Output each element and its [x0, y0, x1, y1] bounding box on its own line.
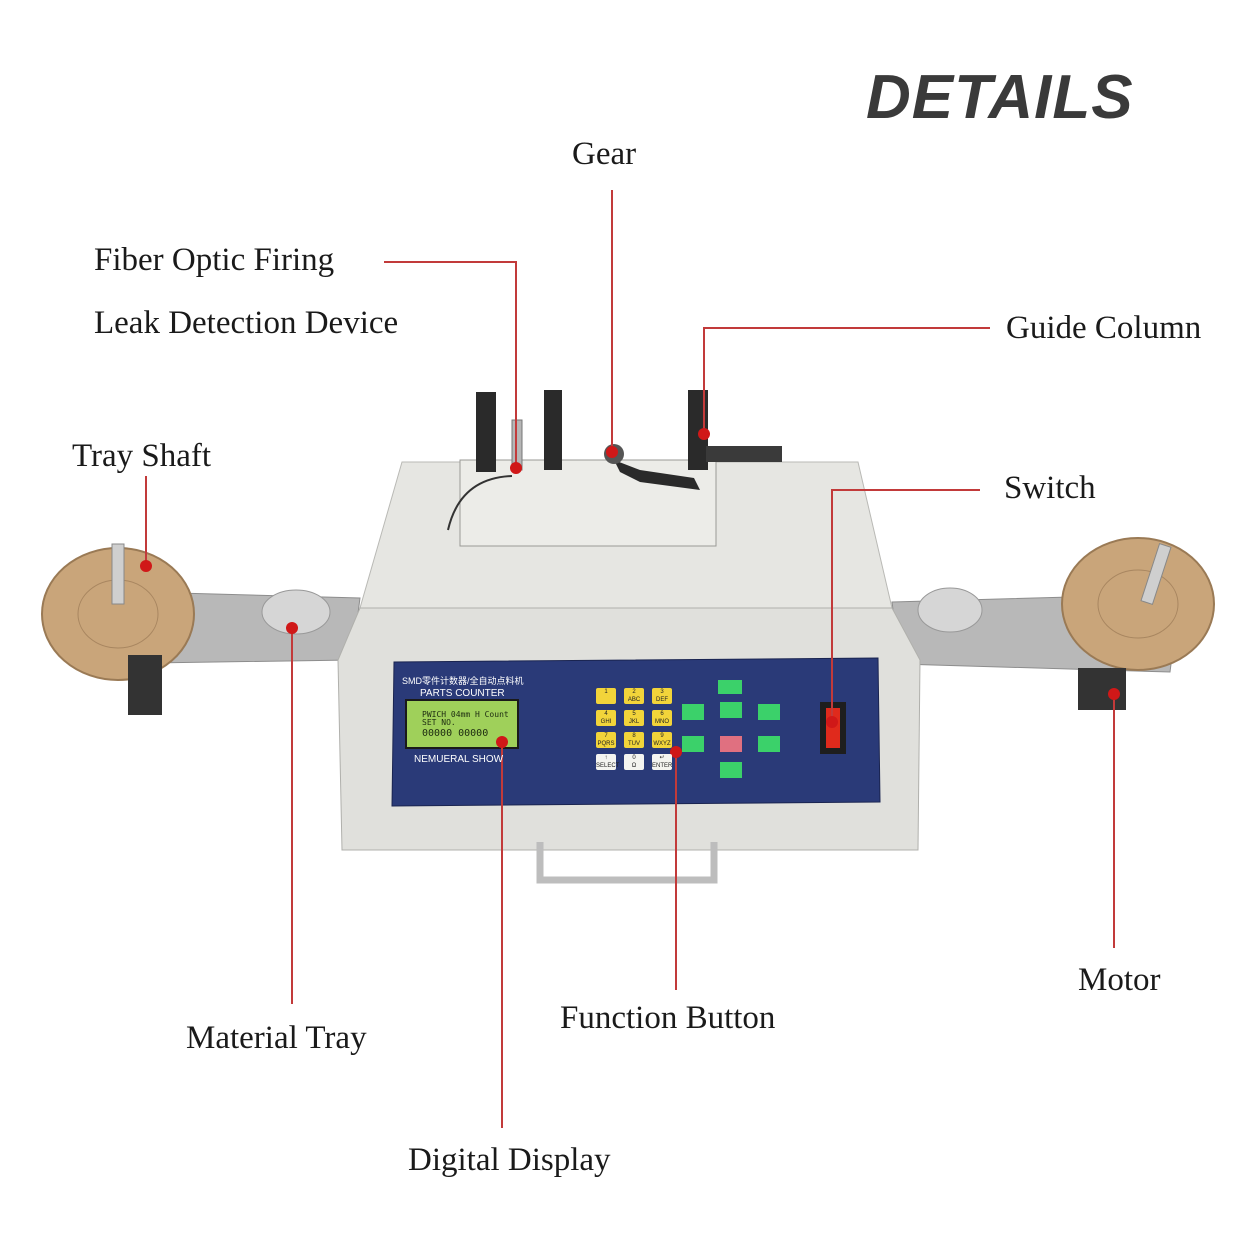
- keypad-key-number: 7: [604, 733, 608, 739]
- feeder-plate: [459, 459, 717, 547]
- key-left[interactable]: [682, 736, 704, 752]
- right-reel: [1061, 537, 1215, 671]
- keypad-key-number: 4: [604, 711, 608, 717]
- key-print[interactable]: [758, 704, 780, 720]
- keypad-key-number: 2: [632, 689, 636, 695]
- keypad-key-letters: DEF: [656, 697, 668, 703]
- keypad-key-letters: PQRS: [597, 741, 615, 747]
- dot-fiber: [510, 462, 522, 474]
- guide-column-left: [476, 392, 496, 472]
- keypad-key-letters: SELECT: [596, 763, 620, 769]
- dot-function-button: [670, 746, 682, 758]
- keypad-key[interactable]: 1: [596, 688, 616, 704]
- fiber-cable: [447, 475, 513, 531]
- key-set[interactable]: [720, 702, 742, 718]
- label-switch: Switch: [1004, 470, 1096, 506]
- key-pitch[interactable]: [682, 704, 704, 720]
- keypad-key-number: 8: [632, 733, 636, 739]
- keypad-key-letters: ABC: [627, 697, 641, 703]
- keypad-key-number: ↵: [659, 755, 665, 761]
- label-fiber-line2: Leak Detection Device: [94, 305, 399, 341]
- dot-motor: [1108, 688, 1120, 700]
- front-handle: [536, 842, 718, 884]
- keypad-key-number: 5: [632, 711, 636, 717]
- keypad-key[interactable]: ↑ SELECT: [596, 754, 620, 770]
- keypad-key-letters: TUV: [628, 741, 640, 747]
- dot-switch: [826, 716, 838, 728]
- leader-dots: [140, 428, 1120, 758]
- label-tray-shaft: Tray Shaft: [72, 438, 212, 474]
- right-reel-ring: [1097, 569, 1179, 639]
- lcd-line2: SET NO.: [422, 718, 456, 727]
- leader-fiber: [384, 261, 517, 468]
- page-title: DETAILS: [866, 63, 1134, 132]
- dot-digital-display: [496, 736, 508, 748]
- keypad-key-letters: JKL: [628, 719, 640, 725]
- keypad-key-number: 3: [660, 689, 664, 695]
- label-function-button: Function Button: [560, 1000, 776, 1036]
- left-spacer-disk: [261, 589, 331, 635]
- label-fiber-line1: Fiber Optic Firing: [94, 242, 335, 278]
- key-right[interactable]: [758, 736, 780, 752]
- key-start[interactable]: [720, 736, 742, 752]
- gear-handle: [614, 460, 700, 490]
- keypad-key-letters: MNO: [655, 719, 669, 725]
- dot-tray-shaft: [140, 560, 152, 572]
- keypad-key[interactable]: ↵ ENTER: [652, 754, 672, 770]
- right-tray-shaft: [1140, 542, 1172, 606]
- guide-column-middle: [544, 390, 562, 470]
- rear-connector: [706, 446, 782, 462]
- label-gear: Gear: [572, 136, 637, 172]
- panel-footer: NEMUERAL SHOW: [414, 754, 504, 765]
- panel-header: SMD零件计数器/全自动点料机: [402, 676, 524, 686]
- lcd-line1: PWICH 04mm H Count: [422, 710, 509, 719]
- dot-guide-column: [698, 428, 710, 440]
- label-material-tray: Material Tray: [186, 1020, 367, 1056]
- keypad-key-number: 9: [660, 733, 664, 739]
- keypad-key-number: ↑: [604, 755, 608, 761]
- key-clear[interactable]: [720, 762, 742, 778]
- lcd-line3: 00000 00000: [422, 728, 489, 739]
- label-digital-display: Digital Display: [408, 1142, 611, 1178]
- dot-material-tray: [286, 622, 298, 634]
- left-tray-shaft: [111, 543, 125, 605]
- keypad-key-number: 0: [632, 755, 636, 761]
- label-guide-column: Guide Column: [1006, 310, 1202, 346]
- leader-guide-column: [703, 327, 990, 434]
- keypad-key-letters: ENTER: [652, 763, 673, 769]
- key-top[interactable]: [718, 680, 742, 694]
- right-spacer-disk: [917, 587, 983, 633]
- leader-switch: [831, 489, 980, 722]
- keypad-key-number: 6: [660, 711, 664, 717]
- label-motor: Motor: [1078, 962, 1161, 998]
- keypad-key-letters: Ω: [631, 763, 637, 769]
- dot-gear: [606, 446, 618, 458]
- panel-name: PARTS COUNTER: [420, 688, 505, 699]
- keypad-key-number: 1: [604, 689, 608, 695]
- right-motor: [1078, 668, 1126, 710]
- leader-lines: [145, 190, 1115, 1128]
- keypad-key-letters: GHI: [600, 719, 612, 725]
- left-motor: [128, 655, 162, 715]
- keypad-key-letters: WXYZ: [653, 741, 671, 747]
